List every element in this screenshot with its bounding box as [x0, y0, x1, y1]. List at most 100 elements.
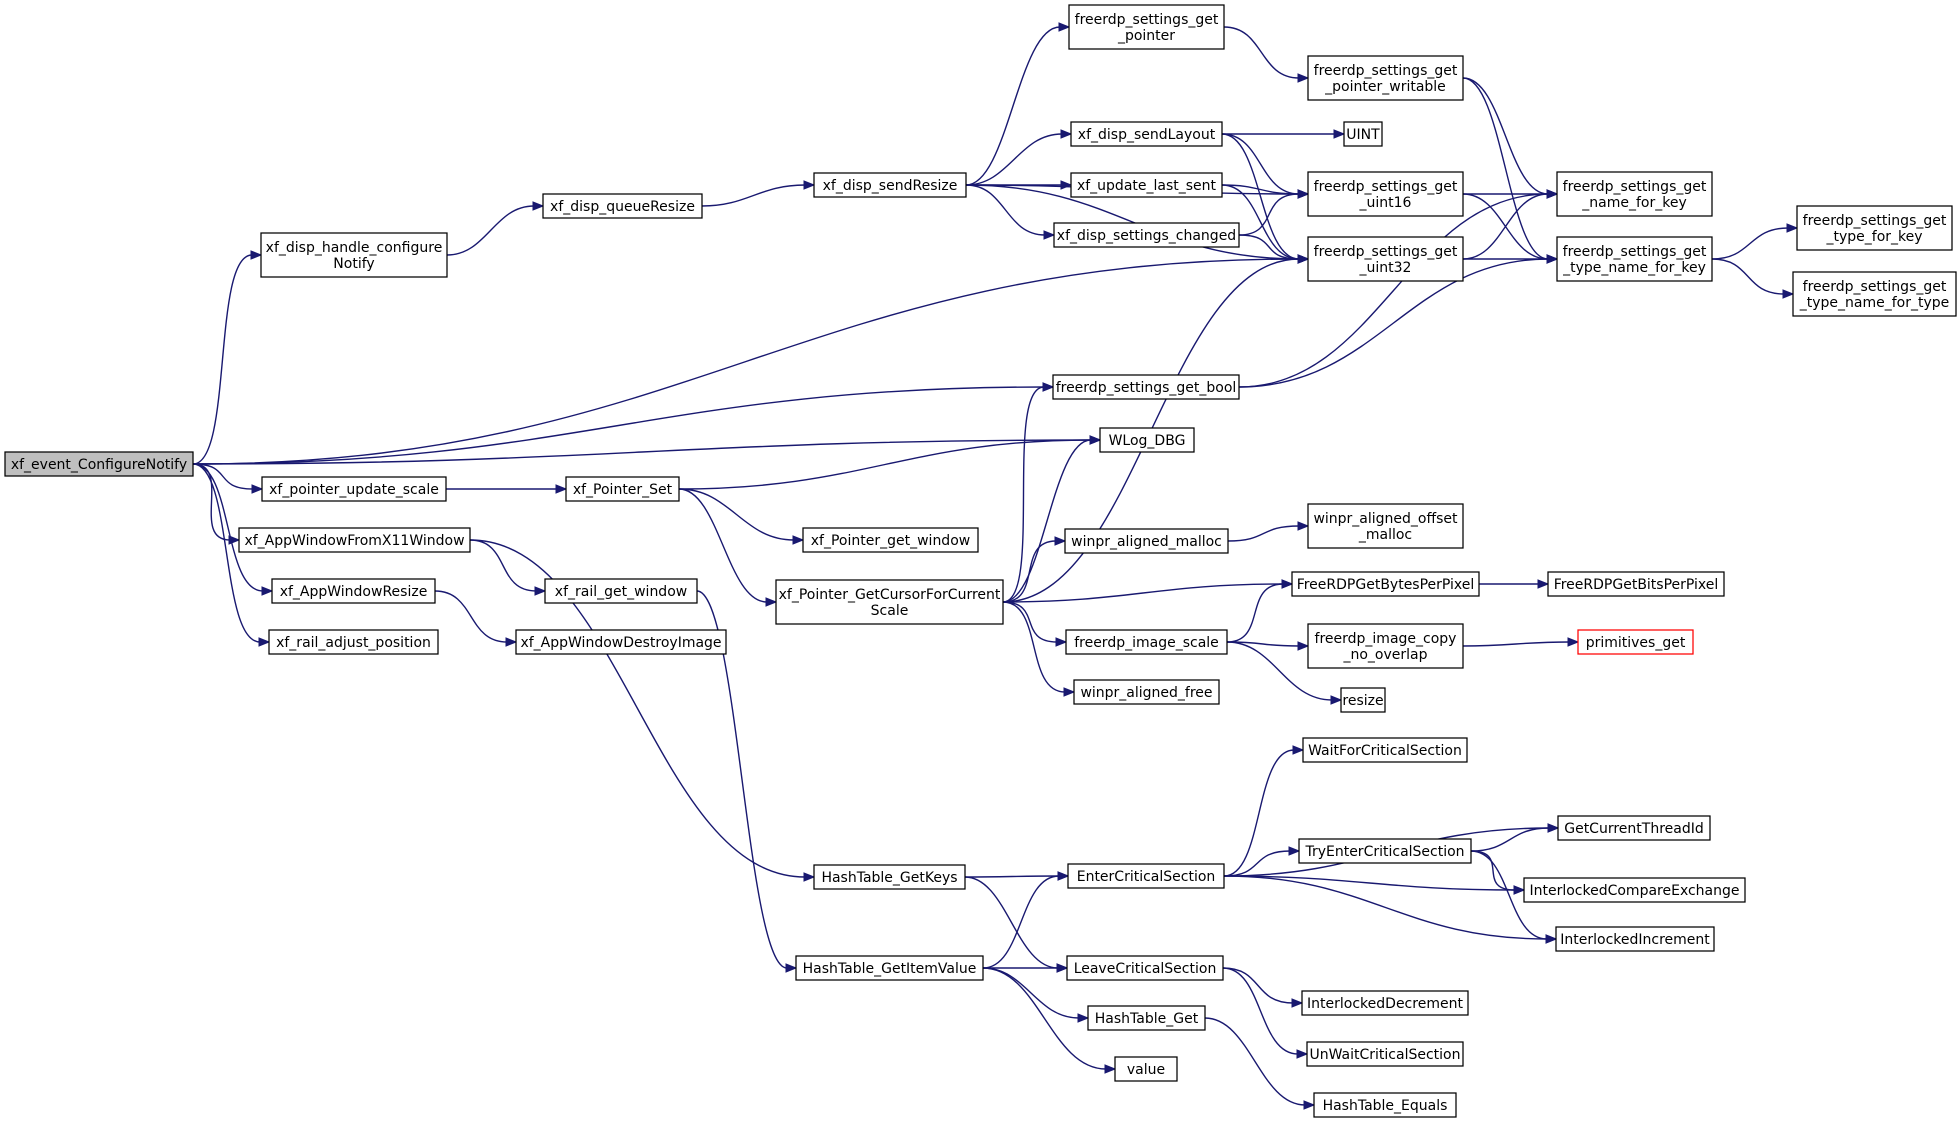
node-leavecriticalsection[interactable]: LeaveCriticalSection — [1066, 955, 1224, 981]
node-unwaitcriticalsection[interactable]: UnWaitCriticalSection — [1306, 1041, 1464, 1067]
node-xf-pointer-get-window[interactable]: xf_Pointer_get_window — [802, 527, 979, 553]
node-freerdp-settings-get-type-name-for-type[interactable]: freerdp_settings_get_type_name_for_type — [1792, 271, 1957, 317]
node-box — [1523, 877, 1746, 903]
node-freerdp-settings-get-type-name-for-key[interactable]: freerdp_settings_get_type_name_for_key — [1556, 236, 1713, 282]
node-box — [1555, 926, 1715, 952]
node-label: _type_for_key — [1825, 229, 1922, 245]
edge-xf-pointer-getcursorforcurrentscale-to-wlog-dbg — [1002, 435, 1102, 603]
edge-xf-disp-queueresize-to-xf-disp-sendresize — [701, 180, 816, 207]
edge-line — [192, 463, 264, 592]
node-freerdp-settings-get-uint16[interactable]: freerdp_settings_get_uint16 — [1307, 171, 1464, 217]
node-box — [795, 955, 984, 981]
node-hashtable-getkeys[interactable]: HashTable_GetKeys — [813, 864, 966, 890]
node-box — [1307, 55, 1464, 101]
node-label: freerdp_settings_get — [1563, 179, 1707, 195]
node-xf-update-last-sent[interactable]: xf_update_last_sent — [1070, 172, 1223, 198]
edge-freerdp-settings-get-type-name-for-key-to-freerdp-settings-get-type-name-for-type — [1711, 258, 1795, 299]
node-box — [1307, 236, 1464, 282]
edge-xf-disp-sendresize-to-xf-disp-sendlayout — [965, 129, 1073, 186]
edge-freerdp-settings-get-uint16-to-freerdp-settings-get-type-name-for-key — [1462, 193, 1559, 264]
node-freerdp-image-copy-no-overlap[interactable]: freerdp_image_copy_no_overlap — [1307, 623, 1464, 669]
edge-arrowhead — [1297, 521, 1310, 531]
edge-arrowhead — [1056, 963, 1069, 973]
node-box — [813, 864, 966, 890]
node-interlockedcompareexchange[interactable]: InterlockedCompareExchange — [1523, 877, 1746, 903]
edge-line — [964, 876, 1059, 969]
edge-xf-event-configurenotify-to-xf-appwindowfromx11window — [192, 463, 241, 545]
node-winpr-aligned-malloc[interactable]: winpr_aligned_malloc — [1064, 528, 1229, 554]
node-uint[interactable]: UINT — [1343, 121, 1383, 147]
node-label: Notify — [333, 256, 374, 272]
node-label: primitives_get — [1586, 635, 1686, 651]
node-xf-appwindowdestroyimage[interactable]: xf_AppWindowDestroyImage — [515, 629, 727, 655]
edge-entercriticalsection-to-waitforcriticalsection — [1223, 745, 1305, 877]
edge-arrowhead — [1546, 254, 1559, 264]
node-label: xf_AppWindowResize — [280, 584, 428, 600]
edge-tryentercriticalsection-to-getcurrentthreadid — [1470, 823, 1560, 852]
node-box — [1556, 171, 1713, 217]
node-freerdpgetbytesperpixel[interactable]: FreeRDPGetBytesPerPixel — [1291, 571, 1480, 597]
node-freerdp-settings-get-bool[interactable]: freerdp_settings_get_bool — [1052, 374, 1240, 400]
edge-freerdp-settings-get-bool-to-freerdp-settings-get-name-for-key — [1238, 189, 1559, 388]
node-interlockedincrement[interactable]: InterlockedIncrement — [1555, 926, 1715, 952]
node-xf-rail-get-window[interactable]: xf_rail_get_window — [544, 578, 698, 604]
node-freerdp-image-scale[interactable]: freerdp_image_scale — [1065, 629, 1228, 655]
node-resize[interactable]: resize — [1340, 687, 1386, 713]
node-freerdp-settings-get-type-for-key[interactable]: freerdp_settings_get_type_for_key — [1796, 205, 1953, 251]
edge-line — [1223, 749, 1295, 877]
edge-arrowhead — [1043, 230, 1056, 240]
node-freerdp-settings-get-pointer-writable[interactable]: freerdp_settings_get_pointer_writable — [1307, 55, 1464, 101]
edge-line — [1221, 133, 1300, 260]
node-xf-disp-sendlayout[interactable]: xf_disp_sendLayout — [1070, 121, 1223, 147]
node-xf-appwindowfromx11window[interactable]: xf_AppWindowFromX11Window — [238, 527, 471, 553]
node-winpr-aligned-free[interactable]: winpr_aligned_free — [1073, 679, 1220, 705]
node-freerdp-settings-get-name-for-key[interactable]: freerdp_settings_get_name_for_key — [1556, 171, 1713, 217]
edge-line — [964, 875, 1060, 878]
edge-xf-appwindowfromx11window-to-xf-rail-get-window — [469, 539, 547, 596]
node-winpr-aligned-offset-malloc[interactable]: winpr_aligned_offset_malloc — [1307, 503, 1464, 549]
node-xf-appwindowresize[interactable]: xf_AppWindowResize — [271, 578, 436, 604]
node-xf-rail-adjust-position[interactable]: xf_rail_adjust_position — [268, 629, 439, 655]
node-freerdp-settings-get-pointer[interactable]: freerdp_settings_get_pointer — [1068, 4, 1225, 50]
node-wlog-dbg[interactable]: WLog_DBG — [1099, 427, 1195, 453]
edge-arrowhead — [1782, 289, 1795, 299]
node-freerdpgetbitsperpixel[interactable]: FreeRDPGetBitsPerPixel — [1547, 571, 1725, 597]
node-freerdp-settings-get-uint32[interactable]: freerdp_settings_get_uint32 — [1307, 236, 1464, 282]
node-label: HashTable_Get — [1095, 1011, 1199, 1027]
node-primitives-get[interactable]: primitives_get — [1577, 629, 1694, 655]
node-getcurrentthreadid[interactable]: GetCurrentThreadId — [1557, 815, 1711, 841]
node-xf-pointer-set[interactable]: xf_Pointer_Set — [565, 476, 680, 502]
node-xf-disp-settings-changed[interactable]: xf_disp_settings_changed — [1053, 222, 1240, 248]
edge-xf-disp-sendresize-to-xf-disp-settings-changed — [965, 184, 1056, 240]
node-label: _name_for_key — [1581, 195, 1686, 211]
node-interlockeddecrement[interactable]: InterlockedDecrement — [1301, 990, 1469, 1016]
node-hashtable-getitemvalue[interactable]: HashTable_GetItemValue — [795, 955, 984, 981]
node-box — [1796, 205, 1953, 251]
edge-line — [982, 967, 1107, 1070]
node-label: _uint32 — [1359, 260, 1412, 276]
node-hashtable-get[interactable]: HashTable_Get — [1087, 1005, 1206, 1031]
node-xf-disp-sendresize[interactable]: xf_disp_sendResize — [813, 172, 967, 198]
node-entercriticalsection[interactable]: EnterCriticalSection — [1067, 863, 1225, 889]
edge-arrowhead — [1296, 1049, 1309, 1059]
edge-arrowhead — [1297, 641, 1310, 651]
node-tryentercriticalsection[interactable]: TryEnterCriticalSection — [1298, 838, 1472, 864]
node-waitforcriticalsection[interactable]: WaitForCriticalSection — [1302, 737, 1468, 763]
node-value[interactable]: value — [1114, 1056, 1178, 1082]
node-box — [542, 193, 703, 219]
node-xf-disp-queueresize[interactable]: xf_disp_queueResize — [542, 193, 703, 219]
node-box — [1291, 571, 1480, 597]
node-label: _uint16 — [1359, 195, 1412, 211]
node-hashtable-equals[interactable]: HashTable_Equals — [1313, 1092, 1457, 1118]
edge-line — [1222, 967, 1294, 1004]
node-label: xf_update_last_sent — [1077, 178, 1217, 194]
edge-line — [192, 439, 1092, 465]
node-label: winpr_aligned_malloc — [1071, 534, 1222, 550]
node-xf-pointer-update-scale[interactable]: xf_pointer_update_scale — [261, 476, 447, 502]
edge-freerdp-image-scale-to-freerdp-image-copy-no-overlap — [1226, 641, 1310, 651]
edge-line — [982, 967, 1080, 1019]
node-box — [1313, 1092, 1457, 1118]
node-xf-event-configurenotify[interactable]: xf_event_ConfigureNotify — [4, 451, 194, 477]
